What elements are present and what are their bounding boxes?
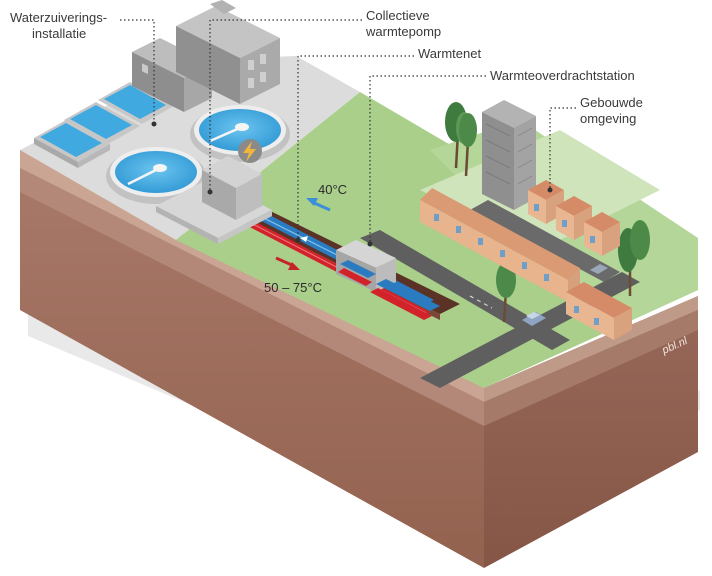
plant-building-right <box>176 0 280 104</box>
clarifier-basin-2 <box>190 105 290 162</box>
leader-lines <box>120 19 576 247</box>
return-flow-arrow <box>300 236 308 242</box>
temperature-supply: 50 – 75°C <box>264 280 322 295</box>
car-2 <box>590 264 608 274</box>
concrete-platform <box>20 56 360 240</box>
tree <box>459 113 477 177</box>
treatment-plant <box>34 0 290 244</box>
clarifier-basin-1 <box>106 147 206 204</box>
label-built-env-2: omgeving <box>580 111 636 126</box>
car <box>522 312 546 326</box>
tree <box>618 220 650 296</box>
labels: Waterzuiverings- installatie Collectieve… <box>10 8 690 357</box>
label-heatpump-2: warmtepomp <box>365 24 441 39</box>
arrow-left-icon <box>306 198 331 212</box>
leader-warmteoverdracht <box>369 75 486 242</box>
houses <box>420 180 632 340</box>
leader-warmtenet <box>297 55 414 238</box>
topsoil-front-dark <box>20 168 484 426</box>
lightning-bolt-icon <box>238 139 262 163</box>
heat-pump-tower <box>202 156 262 220</box>
leader-warmtepomp <box>209 19 362 190</box>
house-row-right <box>566 282 632 340</box>
soil-right-face <box>484 296 698 568</box>
soil-front-face <box>20 150 484 568</box>
house-row-front <box>420 188 580 302</box>
leader-gebouwde <box>549 107 576 188</box>
road-main <box>360 230 570 350</box>
label-built-env-1: Gebouwde <box>580 95 643 110</box>
label-wwtp-1: Waterzuiverings- <box>10 10 107 25</box>
arrow-right-icon <box>275 256 300 270</box>
house-row-back <box>528 180 620 256</box>
label-wwtp-2: installatie <box>32 26 86 41</box>
label-heatpump-1: Collectieve <box>366 8 430 23</box>
road-residential <box>470 200 620 282</box>
sedimentation-tanks <box>34 82 174 168</box>
topsoil-right-dark <box>484 310 698 426</box>
label-heat-network: Warmtenet <box>418 46 481 61</box>
heat-transfer-station <box>336 240 440 320</box>
topsoil-right <box>484 296 698 402</box>
apartment-tower <box>482 100 536 210</box>
temperature-return: 40°C <box>318 182 347 197</box>
label-transfer-station: Warmteoverdrachtstation <box>490 68 635 83</box>
